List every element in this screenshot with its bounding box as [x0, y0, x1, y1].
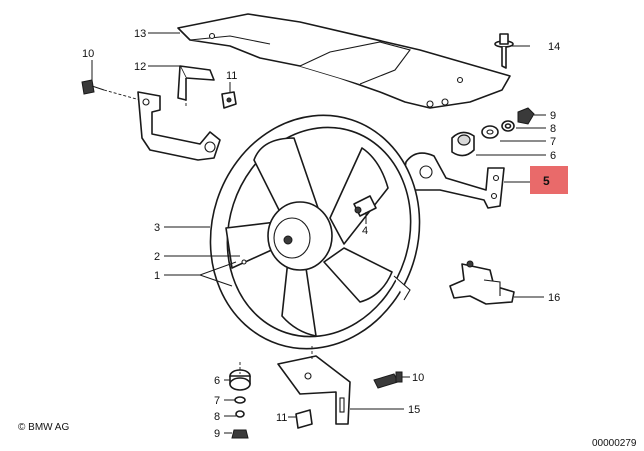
drawing-number: 00000279	[592, 438, 637, 449]
bolt-part-14	[494, 33, 514, 69]
callout-12[interactable]: 12	[134, 61, 146, 73]
callout-9-bottom[interactable]: 9	[214, 428, 220, 440]
callout-11-bottom[interactable]: 11	[276, 412, 287, 424]
callout-11-top[interactable]: 11	[226, 70, 237, 82]
callout-8-top[interactable]: 8	[550, 123, 556, 135]
screw-part-10-bottom	[373, 371, 403, 389]
callout-2[interactable]: 2	[154, 251, 160, 263]
connector-part-4	[353, 195, 377, 217]
callout-14[interactable]: 14	[548, 41, 560, 53]
callout-10-bottom[interactable]: 10	[412, 372, 424, 384]
clip-part-11-top	[221, 91, 237, 109]
clip-part-11-bottom	[295, 409, 313, 429]
callout-15[interactable]: 15	[408, 404, 420, 416]
cover-panel-part-13	[177, 13, 511, 109]
callout-7-bottom[interactable]: 7	[214, 395, 220, 407]
motor-hub	[267, 201, 333, 271]
bracket-part-15	[277, 346, 351, 425]
callout-4[interactable]: 4	[362, 225, 368, 237]
screw-part-10-top	[81, 79, 141, 101]
callout-5[interactable]: 5	[543, 174, 550, 188]
callout-7-top[interactable]: 7	[550, 136, 556, 148]
rubber-mount-part-16	[449, 260, 515, 305]
callout-numbers: 13 10 12 11 14 9 8 7 6 5 3 4 2 1 16 6 10…	[82, 28, 560, 440]
callout-13[interactable]: 13	[134, 28, 146, 40]
bottom-hardware	[229, 362, 251, 439]
callout-8-bottom[interactable]: 8	[214, 411, 220, 423]
leader-lines	[91, 32, 546, 434]
callout-1[interactable]: 1	[154, 270, 160, 282]
callout-6-top[interactable]: 6	[550, 150, 556, 162]
callout-10-top[interactable]: 10	[82, 48, 94, 60]
callout-3[interactable]: 3	[154, 222, 160, 234]
callout-9-top[interactable]: 9	[550, 110, 556, 122]
bracket-part-12	[177, 65, 215, 106]
copyright-text: © BMW AG	[18, 422, 70, 433]
highlight-box-part-5[interactable]	[530, 166, 568, 194]
left-bracket	[137, 91, 221, 161]
callout-16[interactable]: 16	[548, 292, 560, 304]
right-hardware-top	[451, 107, 535, 157]
callout-6-bottom[interactable]: 6	[214, 375, 220, 387]
